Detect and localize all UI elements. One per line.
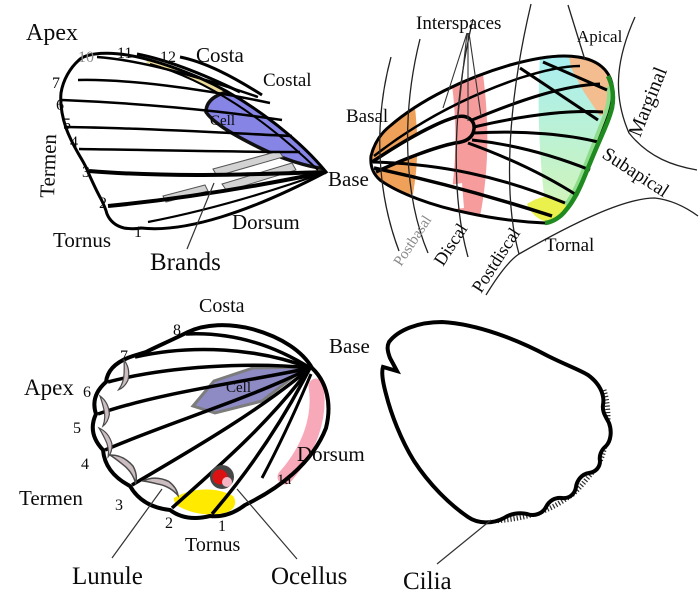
hindwing-tornus-label: Tornus [185,534,240,556]
forewing-brands-figure: Apex 10 11 12 Costa Costal Cell Base Dor… [26,20,369,276]
forewing1-vein12-label: 12 [160,49,176,66]
hindwing-termen-label: Termen [19,486,83,510]
postbasal-label: Postbasal [391,213,435,269]
hindwing-dorsum-label: Dorsum [297,442,365,466]
forewing1-vein11-label: 11 [117,45,132,62]
lunule-crescent [116,358,130,392]
postdiscal-arc [455,18,474,258]
forewing1-brands-label: Brands [150,249,221,276]
subapical-label: Subapical [598,144,672,202]
forewing2-veins [372,60,608,218]
cilia-pointer-line [436,519,492,565]
marginal-edge [544,74,616,226]
cilia-label: Cilia [403,568,452,595]
forewing1-vein10-label: 10 [78,49,94,66]
forewing1-vein3-label: 3 [82,164,90,181]
hindwing-tornal-region [173,489,236,515]
lunule-crescent [97,426,113,459]
forewing1-vein7-label: 7 [52,75,60,92]
hindwing-veins [97,332,313,516]
lunule-crescent [140,477,180,498]
region-boundary-arcs [379,3,699,296]
lunules [97,358,180,498]
cilia-figure: Cilia [380,319,613,595]
forewing1-vein4-label: 4 [70,134,78,151]
lunule-crescent [107,454,138,486]
hindwing-vein6-label: 6 [83,384,91,401]
hindwing-vein1a-label: 1a [277,472,292,488]
hindwing-vein1-label: 1 [218,518,226,535]
forewing1-vein5-label: 5 [63,116,71,133]
hindwing-body [92,325,329,518]
lunule-crescent [98,394,110,428]
ocellus-label: Ocellus [271,563,347,590]
brands-pointer-line [186,182,215,250]
hindwing-vein8-label: 8 [173,322,181,339]
hindwing-apex-label: Apex [24,375,74,400]
forewing2-cell-outline [371,114,476,174]
tornal-label: Tornal [545,235,594,256]
forewing1-costa-label: Costa [196,43,245,67]
forewing2-cell-fill [371,116,475,172]
hindwing-cell-label: Cell [226,380,251,396]
ocellus-eyespot [210,465,234,489]
postdiscal-label: Postdiscal [468,224,525,296]
forewing1-veins [61,52,327,224]
hindwing-base-label: Base [329,334,370,358]
forewing1-costal-label: Costal [263,70,312,91]
hindwing-vein5-label: 5 [73,420,81,437]
hindwing-vein3-label: 3 [115,497,123,514]
forewing1-outline [59,51,329,231]
lunule-pointer-line [111,488,163,559]
submarginal-arc [508,3,532,255]
forewing1-dorsum-label: Dorsum [232,210,300,234]
interspaces-label: Interspaces [416,13,501,34]
hindwing-outline [90,323,331,520]
marginal-label: Marginal [624,64,672,140]
forewing1-tornus-label: Tornus [53,228,111,252]
forewing1-termen-label: Termen [35,133,61,198]
subapical-lower-arc [485,197,699,296]
hindwing-costa-label: Costa [199,295,245,317]
hindwing-vein2-label: 2 [165,515,173,532]
forewing1-vein6-label: 6 [56,97,64,114]
forewing1-base-label: Base [328,167,369,191]
hindwing-dorsum-band [277,378,325,485]
marginal-outer-arc [617,16,698,171]
discal-arc [407,38,429,254]
ocellus-pink-pupil [222,477,232,487]
forewing-regions-figure: Interspaces Apical Marginal Basal Subapi… [346,3,699,296]
forewing1-apex-label: Apex [26,20,78,46]
postbasal-arc [379,56,400,252]
hindwing-figure: Costa 8 Base 7 Apex 6 Cell 5 4 Dorsum 1a… [19,295,370,590]
hindwing-vein7-label: 7 [120,348,128,365]
apical-label: Apical [577,27,623,46]
forewing1-vein2-label: 2 [99,195,107,212]
basal-label: Basal [346,106,388,127]
lunule-label: Lunule [72,563,143,590]
ocellus-pointer-line [236,488,298,560]
apical-left-line [567,4,586,61]
cilia-wing-outline [380,319,613,525]
forewing1-vein1-label: 1 [134,224,142,241]
interspace-pointer-lines [442,32,482,121]
forewing1-cell-label: Cell [210,113,235,129]
tornal-region [527,196,567,223]
hindwing-vein4-label: 4 [81,456,89,473]
